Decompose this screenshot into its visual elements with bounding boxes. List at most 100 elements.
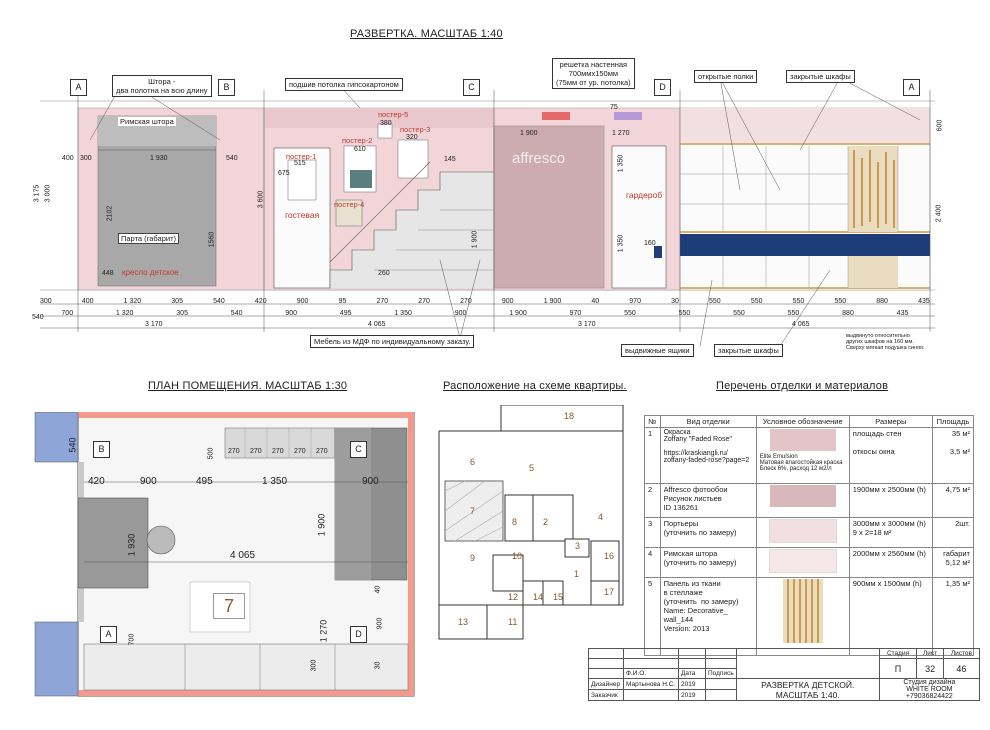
finishes-title: Перечень отделки и материалов (716, 380, 889, 392)
room-6: 6 (470, 457, 476, 467)
dims-row-2: 700 1 320 305 540 900 495 1 350 900 1 90… (40, 310, 930, 317)
dim: 970 (629, 298, 641, 305)
stamp-date-header: Дата (678, 668, 706, 679)
stamp-designer-label: Дизайнер (588, 678, 624, 690)
row-number: 1 (644, 427, 661, 484)
col-header: № (644, 415, 661, 428)
dim: 1 270 (612, 130, 630, 137)
dim: 550 (709, 298, 721, 305)
swatch (768, 519, 837, 543)
label-poster-5: постер-5 (378, 110, 409, 119)
label-roman-blind: Римская штора (118, 117, 176, 126)
room-12: 12 (508, 592, 519, 602)
row-size: 3000мм х 3000мм (h) 9 х 2=18 м² (848, 517, 933, 548)
room-5: 5 (529, 463, 535, 473)
dim: 1 350 (617, 234, 625, 253)
room-7: 7 (470, 506, 476, 516)
row-number: 3 (644, 517, 661, 548)
plan-marker-d: D (350, 626, 367, 643)
row-size: 1900мм х 2500мм (h) (848, 483, 933, 518)
dim: 420 (88, 476, 105, 487)
dim: 300 (80, 155, 92, 162)
row-kind: Римская штора (уточнить по замеру) (659, 547, 757, 578)
stamp-designer-name: Мартынова Н.С. (623, 678, 679, 690)
dim: 270 (316, 448, 328, 455)
dim: 420 (254, 298, 267, 305)
dim: 1560 (208, 231, 216, 248)
dim: 900 (285, 310, 297, 317)
dim: 900 (454, 310, 467, 317)
dim-left-2: 3 000 (44, 184, 52, 203)
row-size: 900мм х 1500мм (h) (848, 577, 933, 656)
dim: 435 (918, 298, 930, 305)
room-4: 4 (598, 512, 604, 522)
table-row: 1 Окраска Zoffany "Faded Rose" https://k… (644, 427, 975, 484)
dim: 1 350 (617, 154, 625, 173)
stamp-stage: П (878, 658, 918, 679)
dim: 550 (787, 310, 800, 317)
room-15: 15 (553, 592, 564, 602)
dim: 145 (444, 156, 456, 163)
row-kind: Панель из ткани в стеллаже (уточнить по … (659, 577, 757, 656)
room-10: 10 (512, 551, 523, 561)
label-desk: Парта (габарит) (118, 233, 180, 244)
dim: 270 (272, 448, 284, 455)
swatch (782, 579, 823, 643)
dim: 1 900 (316, 513, 327, 537)
dim: 1 900 (471, 230, 479, 249)
stamp-sign-header: Подпись (705, 668, 737, 679)
dim: 305 (171, 298, 183, 305)
row-kind: Affresco фотообои Рисунок листьев ID 136… (659, 483, 757, 518)
dim: 320 (406, 134, 418, 141)
finishes-table: № Вид отделки Условное обозначение Разме… (644, 415, 975, 656)
row-kind: Окраска Zoffany "Faded Rose" https://kra… (659, 427, 757, 484)
dim: 1 900 (543, 298, 562, 305)
dim: 900 (376, 617, 384, 630)
room-17: 17 (604, 587, 615, 597)
dim: 1 350 (394, 310, 412, 317)
dim-total-2: 4 065 (368, 321, 386, 328)
dim: 880 (842, 310, 854, 317)
marker-a-left: A (70, 79, 87, 96)
swatch (769, 429, 836, 451)
dim: 270 (376, 298, 389, 305)
dim-right-2: 2 400 (935, 204, 943, 223)
row-legend (755, 483, 850, 518)
dim: 1 320 (123, 298, 142, 305)
dim: 270 (460, 298, 472, 305)
row-legend: Elite Emulsion Матовая влагостойкая крас… (755, 427, 850, 484)
stamp-sheets-header: Листов (942, 648, 981, 659)
callout-curtain: Штора - два полотна на всю длину (112, 75, 212, 97)
row-size: 2000мм х 2560мм (h) (848, 547, 933, 578)
dim: 270 (418, 298, 430, 305)
dim: 40 (374, 585, 382, 594)
dim: 30 (374, 661, 382, 670)
row-legend (755, 517, 850, 548)
stamp-title: РАЗВЕРТКА ДЕТСКОЙ. МАСШТАБ 1:40. (735, 678, 880, 701)
dim: 75 (610, 104, 618, 111)
dim: 900 (296, 298, 309, 305)
dim: 270 (250, 448, 262, 455)
room-14: 14 (533, 592, 544, 602)
dim: 300 (310, 659, 318, 672)
dim: 270 (294, 448, 306, 455)
col-header: Условное обозначение (755, 415, 850, 428)
dim: 4 065 (230, 550, 256, 561)
location-title: Расположение на схеме квартиры. (443, 380, 627, 392)
dim: 95 (338, 298, 347, 305)
table-row: 4 Римская штора (уточнить по замеру) 200… (644, 547, 975, 578)
label-poster-1: постер-1 (286, 152, 317, 161)
swatch (768, 549, 837, 573)
callout-ceiling: подшив потолка гипсокартоном (285, 78, 403, 91)
elevation-title: РАЗВЕРТКА. МАСШТАБ 1:40 (350, 28, 503, 40)
room-number: 7 (213, 593, 245, 619)
row-number: 4 (644, 547, 661, 578)
marker-c: C (463, 79, 480, 96)
row-area: 4,75 м² (931, 483, 975, 518)
stamp-year: 2019 (678, 678, 706, 690)
row-legend (755, 547, 850, 578)
dim: 270 (228, 448, 240, 455)
row-size: площадь стен откосы окна (848, 427, 933, 484)
marker-a-right: A (903, 79, 920, 96)
dim-right-1: 600 (936, 119, 944, 132)
